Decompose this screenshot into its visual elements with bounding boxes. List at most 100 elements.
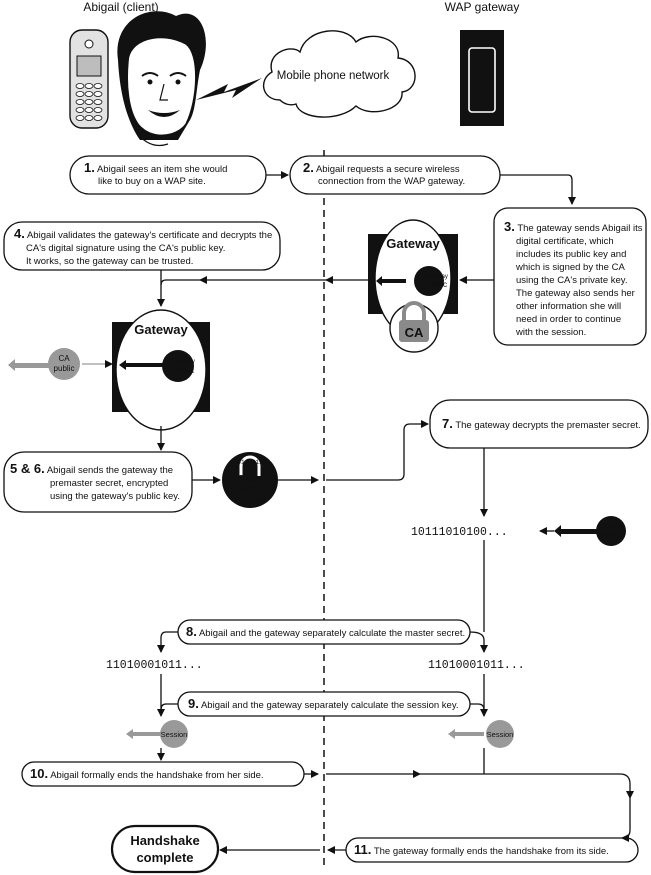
svg-text:11. The gateway formally ends: 11. The gateway formally ends the handsh… — [354, 842, 609, 857]
step-11-box: 11. The gateway formally ends the handsh… — [345, 837, 639, 863]
svg-text:4. Abigail validates the gatew: 4. Abigail validates the gateway's certi… — [14, 226, 275, 267]
master-secret-bits-right: 11010001011... — [428, 659, 525, 672]
step-1-number: 1. — [84, 160, 95, 175]
svg-text:8. Abigail and the gateway sep: 8. Abigail and the gateway separately ca… — [186, 624, 465, 639]
step-9-number: 9. — [188, 696, 199, 711]
svg-text:0111 0101: 0111 0101 — [234, 497, 267, 504]
gateway-public-key-icon-left: Gateway public — [119, 350, 195, 382]
step-1-line-2: like to buy on a WAP site. — [98, 176, 206, 187]
wap-gateway-device-icon — [460, 30, 504, 126]
svg-text:Gate-: Gate- — [237, 474, 263, 485]
step-8-number: 8. — [186, 624, 197, 639]
premaster-secret-bits: 10111010100... — [411, 526, 508, 539]
svg-text:public: public — [54, 364, 75, 373]
gateway-private-key-icon: Gateway private — [554, 516, 626, 546]
arrow-step10-to-right — [420, 773, 634, 799]
step-2-line-2: connection from the WAP gateway. — [318, 176, 465, 187]
svg-text:7. The gateway decrypts the pr: 7. The gateway decrypts the premaster se… — [442, 416, 641, 431]
svg-text:Gateway: Gateway — [424, 274, 448, 280]
step-3-line-6: The gateway also sends her — [516, 288, 635, 299]
step-3-line-3: includes its public key and — [516, 249, 626, 260]
step-5-6-number: 5 & 6. — [10, 461, 45, 476]
gateway-certificate-left: Gateway Gateway public — [112, 309, 210, 431]
svg-text:CA: CA — [58, 354, 70, 363]
step-1-box: 1. Abigail sees an item she would like t… — [69, 155, 267, 195]
gateway-label: WAP gateway — [445, 0, 520, 14]
handshake-complete-box: Handshake complete — [110, 824, 220, 874]
step-5-6-box: 5 & 6. Abigail sends the gateway the pre… — [3, 451, 193, 513]
step-8-line-1: Abigail and the gateway separately calcu… — [199, 628, 465, 639]
flow-arrows — [82, 171, 634, 854]
mobile-phone-icon — [69, 29, 109, 129]
step-11-number: 11. — [354, 842, 371, 857]
certificate-title-right: Gateway — [386, 236, 440, 251]
svg-text:private: private — [598, 530, 624, 540]
svg-text:5 & 6. Abigail sends the gatew: 5 & 6. Abigail sends the gateway the pre… — [10, 461, 180, 502]
step-5-6-line-2: premaster secret, encrypted — [50, 478, 168, 489]
svg-text:9. Abigail and the gateway sep: 9. Abigail and the gateway separately ca… — [188, 696, 459, 711]
step-3-line-7: other information she will — [516, 301, 621, 312]
step-10-box: 10. Abigail formally ends the handshake … — [21, 761, 305, 787]
arrow-2-to-3 — [500, 174, 576, 205]
wireless-signal-icon — [196, 78, 262, 100]
arrow-right-to-master — [469, 631, 488, 653]
svg-text:way: way — [240, 485, 260, 496]
ca-lock-label: CA — [405, 325, 424, 340]
handshake-complete-line-1: Handshake — [130, 833, 199, 848]
gateway-public-key-icon: Gateway public — [376, 266, 448, 296]
step-2-line-1: Abigail requests a secure wireless — [316, 164, 460, 175]
step-11-line-1: The gateway formally ends the handshake … — [374, 846, 609, 857]
step-7-number: 7. — [442, 416, 453, 431]
session-key-icon-left: Session — [126, 720, 188, 748]
step-3-number: 3. — [504, 219, 515, 234]
mobile-network-cloud: Mobile phone network — [262, 30, 416, 118]
step-3-line-2: digital certificate, which — [516, 236, 614, 247]
svg-text:public: public — [425, 279, 448, 289]
line-step9-right — [470, 703, 485, 711]
handshake-complete-line-2: complete — [136, 850, 193, 865]
step-4-box: 4. Abigail validates the gateway's certi… — [3, 221, 281, 271]
step-3-line-1: The gateway sends Abigail its — [517, 223, 642, 234]
arrow-mid-to-step7 — [326, 420, 429, 481]
svg-text:Gateway: Gateway — [171, 359, 195, 365]
svg-text:Session: Session — [161, 730, 188, 739]
step-3-line-8: need in order to continue — [516, 314, 621, 325]
step-7-box: 7. The gateway decrypts the premaster se… — [429, 399, 649, 449]
step-5-6-line-1: Abigail sends the gateway the — [47, 465, 173, 476]
step-3-box: 3. The gateway sends Abigail its digital… — [493, 207, 647, 346]
step-10-line-1: Abigail formally ends the handshake from… — [50, 770, 263, 781]
step-9-line-1: Abigail and the gateway separately calcu… — [201, 700, 459, 711]
step-5-6-line-3: using the gateway's public key. — [50, 491, 180, 502]
line-step9-left — [160, 703, 178, 711]
step-4-line-3: It works, so the gateway can be trusted. — [26, 256, 193, 267]
step-3-line-5: using the CA's private key. — [516, 275, 627, 286]
step-1-line-1: Abigail sees an item she would — [97, 164, 227, 175]
step-3-line-4: which is signed by the CA — [515, 262, 625, 273]
arrow-to-step11 — [621, 798, 631, 842]
svg-text:3. The gateway sends Abigail i: 3. The gateway sends Abigail its digital… — [504, 219, 645, 338]
step-2-box: 2. Abigail requests a secure wireless co… — [289, 155, 501, 195]
arrow-step8-to-left-master — [157, 631, 178, 653]
svg-text:Session: Session — [487, 730, 514, 739]
step-10-number: 10. — [30, 766, 48, 781]
master-secret-bits-left: 11010001011... — [106, 659, 203, 672]
step-3-line-9: with the session. — [515, 327, 586, 338]
step-8-box: 8. Abigail and the gateway separately ca… — [177, 619, 471, 645]
step-4-line-2: CA's digital signature using the CA's pu… — [26, 243, 225, 254]
svg-text:1. Abigail sees an item she wo: 1. Abigail sees an item she would like t… — [84, 160, 230, 187]
network-label: Mobile phone network — [277, 70, 390, 82]
encrypted-premaster-lock-icon: 1011 0110 Gate- way 0111 0101 — [222, 452, 278, 508]
step-2-number: 2. — [303, 160, 314, 175]
step-4-line-1: Abigail validates the gateway's certific… — [27, 230, 272, 241]
abigail-face-icon — [117, 11, 206, 147]
step-4-number: 4. — [14, 226, 25, 241]
svg-text:Gateway: Gateway — [599, 524, 623, 530]
client-label: Abigail (client) — [83, 0, 158, 14]
step-9-box: 9. Abigail and the gateway separately ca… — [177, 691, 471, 717]
svg-text:1011 0110: 1011 0110 — [234, 459, 267, 466]
svg-text:public: public — [172, 365, 195, 375]
gateway-certificate-right: Gateway Gateway public CA — [368, 219, 458, 353]
svg-text:2. Abigail requests a secure w: 2. Abigail requests a secure wireless co… — [303, 160, 465, 187]
svg-text:10. Abigail formally ends the: 10. Abigail formally ends the handshake … — [30, 766, 264, 781]
